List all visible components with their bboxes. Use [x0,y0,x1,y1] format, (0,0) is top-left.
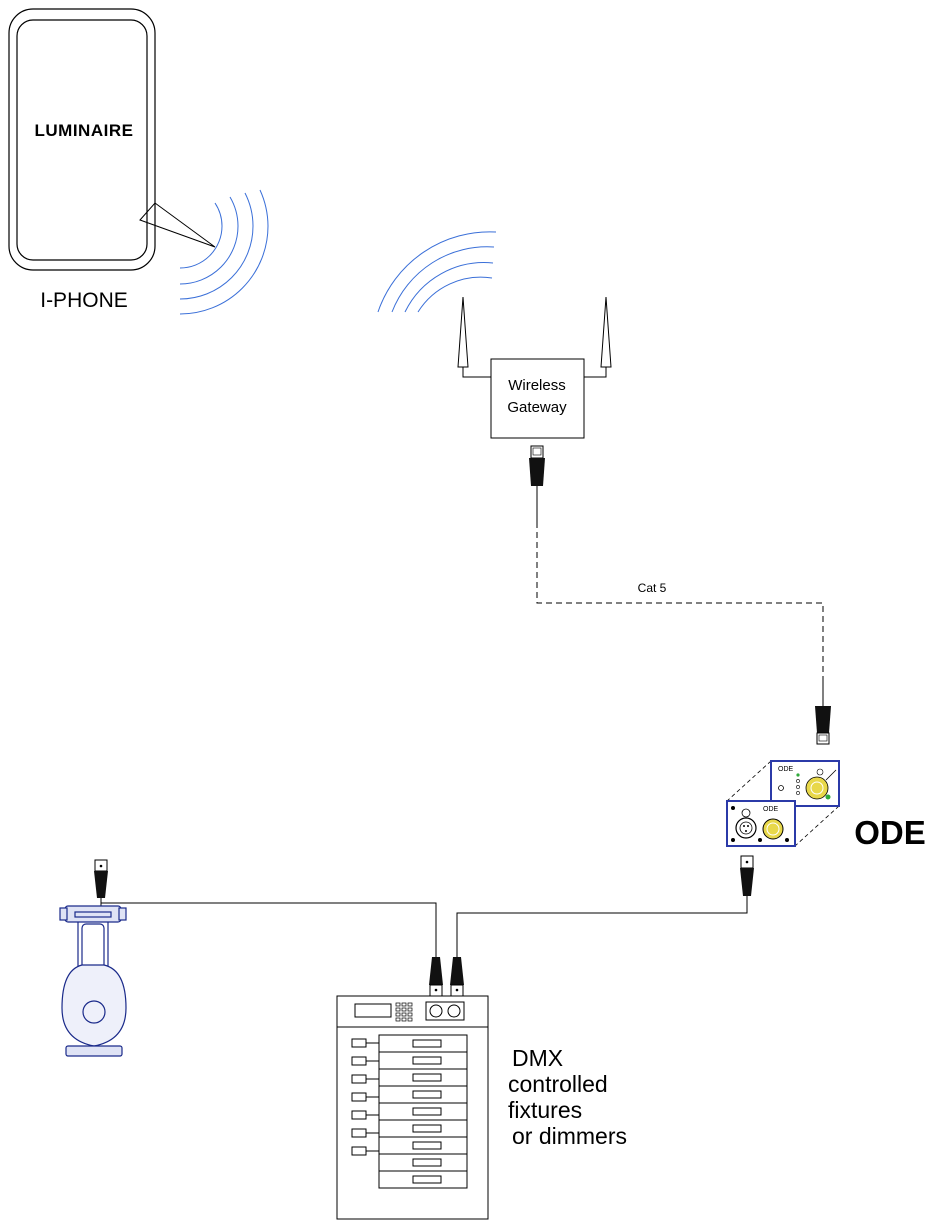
xlr-connector-icon [94,859,108,906]
rj45-connector-icon [529,445,545,522]
dmx-label-line1: DMX [512,1045,563,1071]
ode-device: ODE ODE [726,760,840,847]
gateway-label-line2: Gateway [507,399,567,416]
gateway-signal-waves-icon [377,231,497,313]
xlr-connector-icon [740,855,754,912]
dmx-label-line3: fixtures [508,1097,582,1123]
dmx-cable-to-dimmer [456,912,748,942]
iphone-brand-logo: LUMINAIRE [35,121,134,140]
iphone-signal-waves-icon [179,189,269,315]
cat5-cable [536,522,824,680]
ode-label: ODE [854,814,926,851]
xlr-connector-icon [450,942,464,997]
dmx-label-line4: or dimmers [512,1123,627,1149]
ode-front-panel-text: ODE [763,806,779,813]
wireless-gateway: Wireless Gateway [457,296,612,439]
iphone-label: I-PHONE [40,289,128,312]
ode-back-panel-text: ODE [778,766,794,773]
rj45-connector-icon [815,680,831,745]
dmx-dimmer-rack [336,995,489,1220]
xlr-connector-icon [429,942,443,997]
dmx-cable-to-moving-head [100,860,437,942]
dmx-label-line2: controlled [508,1071,608,1097]
gateway-label-line1: Wireless [508,377,566,394]
moving-head-fixture-icon [59,905,127,1057]
cat5-label: Cat 5 [638,581,667,595]
iphone-device: LUMINAIRE [8,8,216,271]
